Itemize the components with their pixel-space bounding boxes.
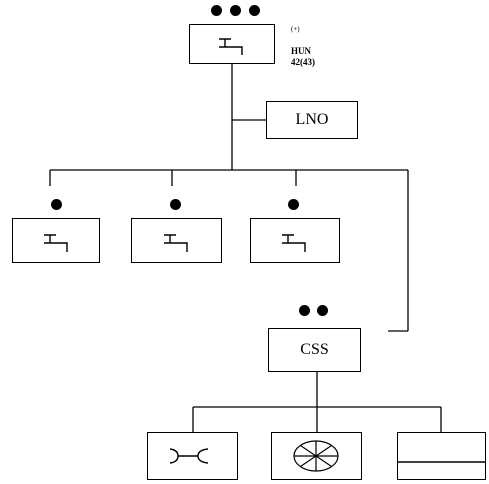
main-tap-box <box>189 24 275 64</box>
branch-dot <box>170 199 181 210</box>
tap-icon <box>282 234 306 252</box>
node-code-label: HUN <box>291 46 311 56</box>
branch-dot <box>288 199 299 210</box>
node-dot <box>317 305 328 316</box>
panel-box <box>397 432 486 480</box>
lno-box: LNO <box>266 101 358 139</box>
tap-icon <box>164 234 188 252</box>
wheel-box <box>271 432 362 480</box>
node-dot <box>249 5 260 16</box>
branch-tap-box <box>12 218 100 263</box>
lno-label: LNO <box>295 111 329 128</box>
branch-tap-box <box>250 218 340 263</box>
node-dot <box>230 5 241 16</box>
node-figure-label: 42(43) <box>291 57 315 67</box>
wheel-icon <box>293 440 339 472</box>
tap-icon <box>219 38 243 55</box>
corner-mark: ... <box>468 474 474 482</box>
tap-icon <box>44 234 68 252</box>
panel-icon <box>398 461 485 463</box>
wrench-box <box>147 432 238 480</box>
polarity-superscript: (+) <box>291 25 300 33</box>
branch-dot <box>51 199 62 210</box>
css-label: CSS <box>300 341 329 358</box>
css-box: CSS <box>268 328 361 372</box>
node-dot <box>299 305 310 316</box>
node-dot <box>211 5 222 16</box>
branch-tap-box <box>131 218 222 263</box>
wrench-icon <box>169 448 209 464</box>
